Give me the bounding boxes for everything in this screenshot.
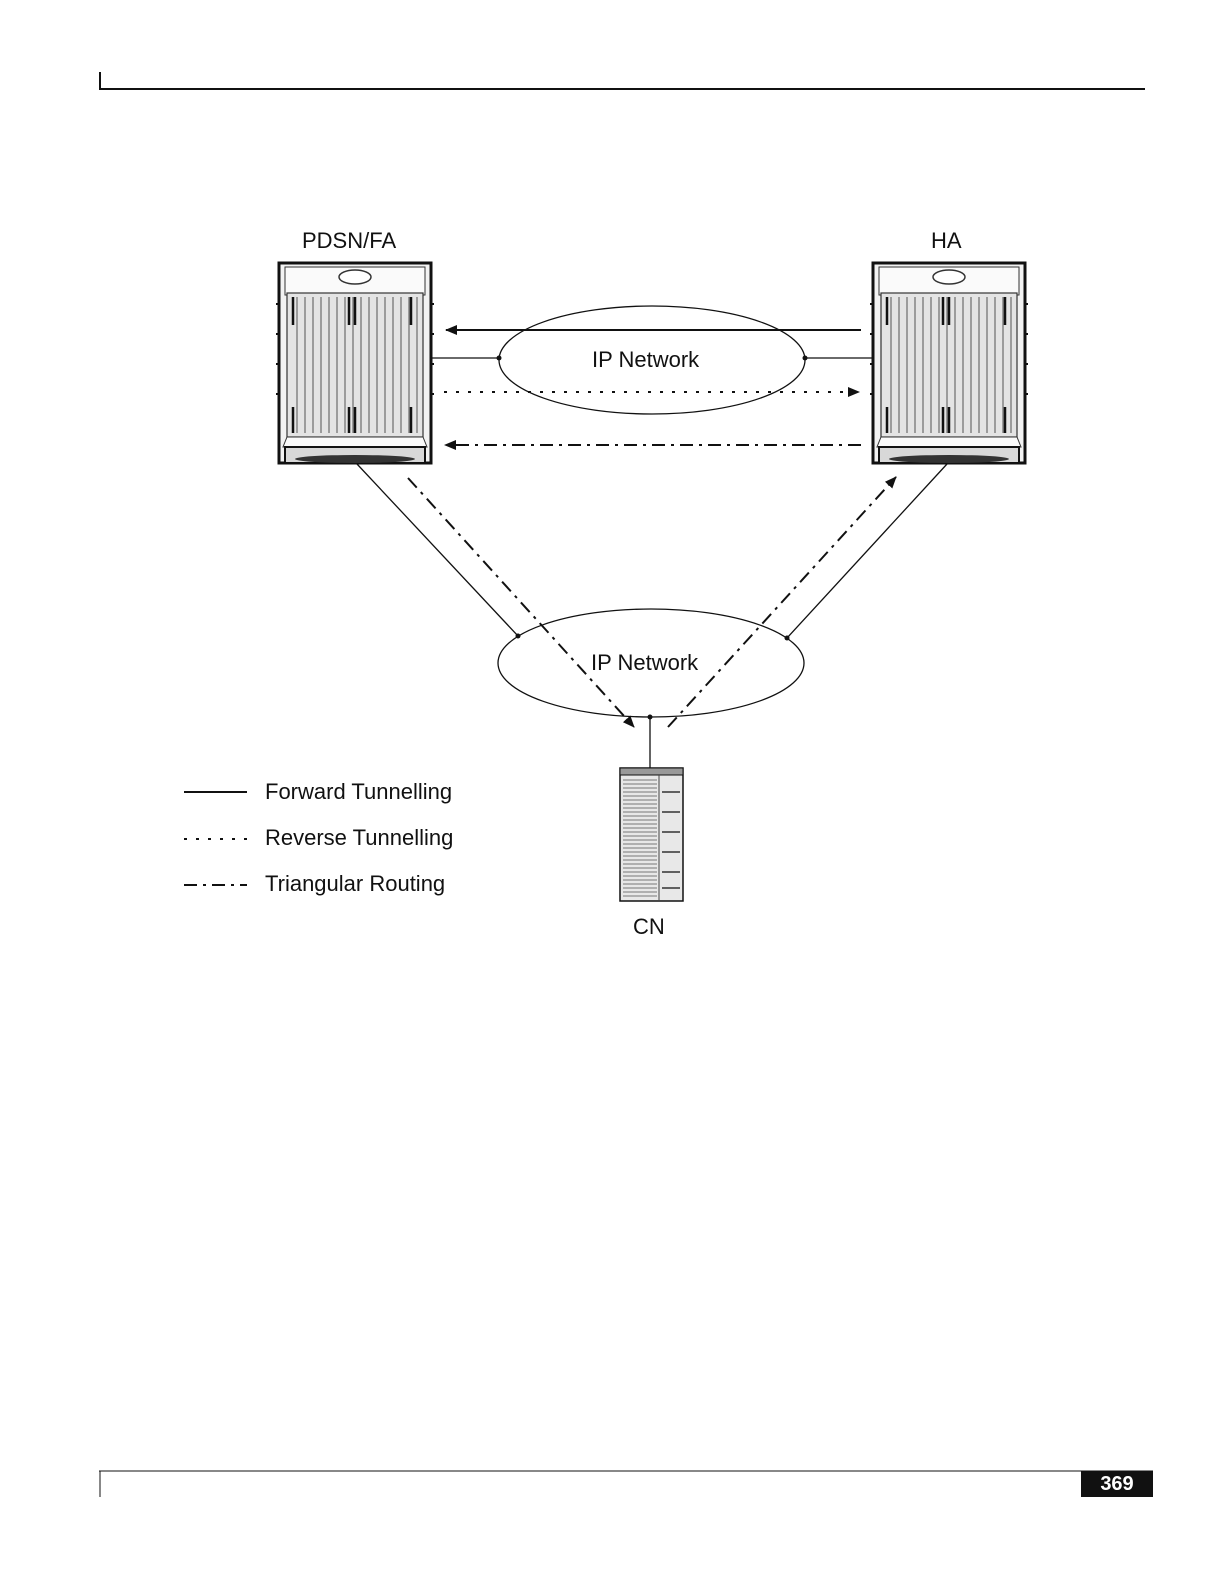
cn-label: CN	[633, 914, 665, 940]
connection-dot	[803, 356, 808, 361]
legend-triangular-label: Triangular Routing	[265, 871, 445, 897]
triangular-route-arrow-pdsn-to-cn	[408, 478, 634, 727]
triangular-route-arrow-cn-to-ha	[668, 477, 896, 727]
link-ha-to-bottom-network	[787, 464, 947, 638]
connection-dot	[516, 634, 521, 639]
connection-dot	[648, 715, 653, 720]
link-pdsn-to-bottom-network	[357, 464, 518, 636]
page-number: 369	[1081, 1471, 1153, 1497]
connection-dot	[785, 636, 790, 641]
ha-label: HA	[931, 228, 962, 254]
cn-server-icon	[620, 768, 683, 901]
legend-forward-label: Forward Tunnelling	[265, 779, 452, 805]
pdsn-fa-label: PDSN/FA	[302, 228, 396, 254]
bottom-network-label: IP Network	[591, 650, 698, 676]
connection-dot	[497, 356, 502, 361]
top-network-label: IP Network	[592, 347, 699, 373]
ha-chassis-icon	[870, 263, 1028, 463]
pdsn-fa-chassis-icon	[276, 263, 434, 463]
legend-reverse-label: Reverse Tunnelling	[265, 825, 453, 851]
